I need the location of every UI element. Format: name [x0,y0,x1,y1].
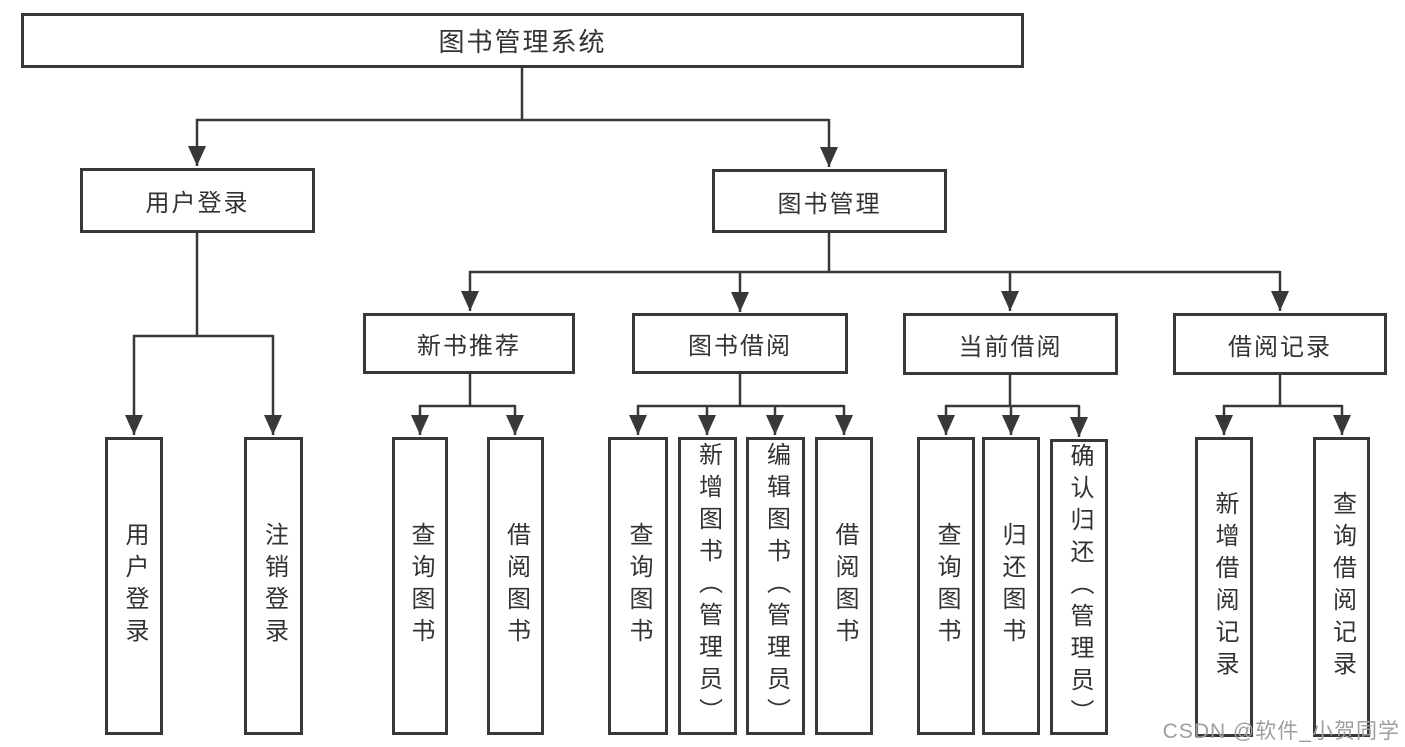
node-book-borrowing-label: 图书借阅 [688,333,792,360]
connector-book-borrowing [629,374,853,435]
node-current-borrowing: 当前借阅 [903,313,1118,375]
leaf-nb-borrow-books: 借阅图书 [487,437,544,735]
connector-user-login [125,232,282,435]
node-borrowing-records: 借阅记录 [1173,313,1387,375]
node-book-borrowing: 图书借阅 [632,313,848,374]
leaf-nb-borrow-books-label: 借阅图书 [502,522,530,650]
leaf-bb-edit-books-admin-label: 编辑图书（管理员） [762,442,790,730]
leaf-nb-query-books: 查询图书 [392,437,448,735]
connector-borrowing-records [1215,374,1351,435]
connector-root-trunk [196,67,829,122]
node-book-management-label: 图书管理 [777,190,882,218]
connector-root [188,67,838,167]
leaf-cb-query-books: 查询图书 [917,437,975,735]
node-library-system: 图书管理系统 [21,13,1024,68]
leaf-bb-borrow-books: 借阅图书 [815,437,873,735]
node-current-borrowing-label: 当前借阅 [958,333,1063,361]
leaf-bb-query-books-label: 查询图书 [625,522,652,650]
leaf-logout-login-label: 注销登录 [260,522,288,650]
connector-book-management [461,233,1289,312]
connector-borrowing-records-trunk [1223,374,1342,408]
leaf-br-add-record: 新增借阅记录 [1195,437,1253,737]
leaf-bb-edit-books-admin: 编辑图书（管理员） [746,437,805,735]
leaf-br-query-record-label: 查询借阅记录 [1328,491,1356,683]
leaf-bb-add-books-admin: 新增图书（管理员） [678,437,737,735]
leaf-bb-query-books: 查询图书 [608,437,668,735]
node-user-login-label: 用户登录 [145,190,250,217]
leaf-cb-query-books-label: 查询图书 [933,522,960,650]
node-library-system-label: 图书管理系统 [438,27,607,57]
leaf-br-query-record: 查询借阅记录 [1313,437,1370,737]
node-new-book-recommend-label: 新书推荐 [417,333,521,360]
connector-current-borrowing [937,374,1088,437]
connector-current-borrowing-trunk [945,374,1079,408]
leaf-user-login: 用户登录 [105,437,163,735]
node-new-book-recommend: 新书推荐 [363,313,575,374]
leaf-bb-borrow-books-label: 借阅图书 [831,522,858,650]
leaf-logout-login: 注销登录 [244,437,303,735]
leaf-bb-add-books-admin-label: 新增图书（管理员） [694,442,722,730]
csdn-watermark: CSDN @软件_小贺同学 [1162,720,1400,743]
connector-book-borrowing-trunk [637,374,844,408]
leaf-cb-confirm-return-admin: 确认归还（管理员） [1050,439,1108,735]
leaf-user-login-label: 用户登录 [121,522,148,650]
connector-book-management-trunk [469,233,1280,274]
connector-new-book-recommend [411,374,524,435]
leaf-cb-return-books-label: 归还图书 [998,522,1025,650]
leaf-cb-return-books: 归还图书 [982,437,1040,735]
node-borrowing-records-label: 借阅记录 [1228,333,1332,361]
connector-new-book-trunk [419,374,515,408]
node-user-login: 用户登录 [80,168,315,233]
leaf-nb-query-books-label: 查询图书 [407,522,434,650]
node-book-management: 图书管理 [712,169,947,233]
leaf-br-add-record-label: 新增借阅记录 [1211,491,1238,683]
leaf-cb-confirm-return-admin-label: 确认归还（管理员） [1066,443,1093,731]
connector-user-login-trunk [133,232,273,338]
